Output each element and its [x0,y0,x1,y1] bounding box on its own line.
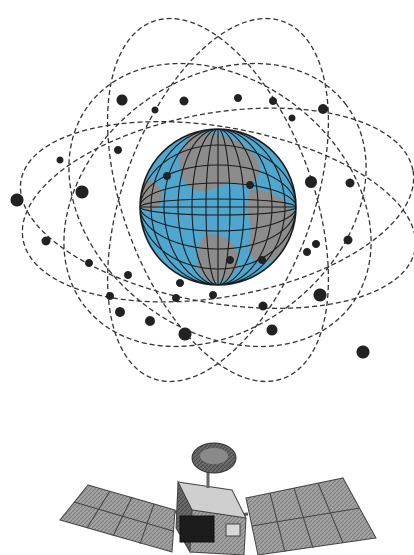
satellite-marker [312,240,320,248]
satellite-marker [180,97,189,106]
satellite-marker [269,97,277,105]
satellite-marker [318,104,328,114]
satellite-marker [258,256,266,264]
satellite-marker [226,256,234,264]
satellite-marker [85,259,93,267]
satellite-marker [346,179,355,188]
satellite-marker [11,194,24,207]
satellite-marker [314,289,327,302]
satellite-marker [117,95,128,106]
satellite-marker [303,248,311,256]
satellite-marker [305,176,317,188]
satellite-spacecraft-icon [60,443,376,555]
satellite-marker [163,172,171,180]
satellite-marker [124,271,132,279]
satellite-marker [152,107,159,114]
satellite-body [176,482,246,555]
earth-globe [140,129,297,285]
satellite-marker [246,181,254,189]
satellite-marker [76,186,89,199]
left-solar-panel [60,485,175,552]
right-solar-panel [246,478,376,555]
satellite-marker [42,237,51,246]
satellite-marker [176,279,184,287]
satellite-marker [234,94,242,102]
satellite-marker [357,346,370,359]
satellite-marker [172,294,180,302]
satellite-marker [267,325,278,336]
satellite-marker [57,157,64,164]
satellite-marker [179,328,192,341]
satellite-marker [289,115,296,122]
satellite-marker [115,307,125,317]
satellite-marker [209,291,217,299]
satellite-marker [145,316,155,326]
dish-antenna [192,443,236,488]
satellite-marker [106,292,114,300]
satellite-marker [114,146,122,154]
satellite-marker [259,302,268,311]
satellite-marker [344,236,353,245]
